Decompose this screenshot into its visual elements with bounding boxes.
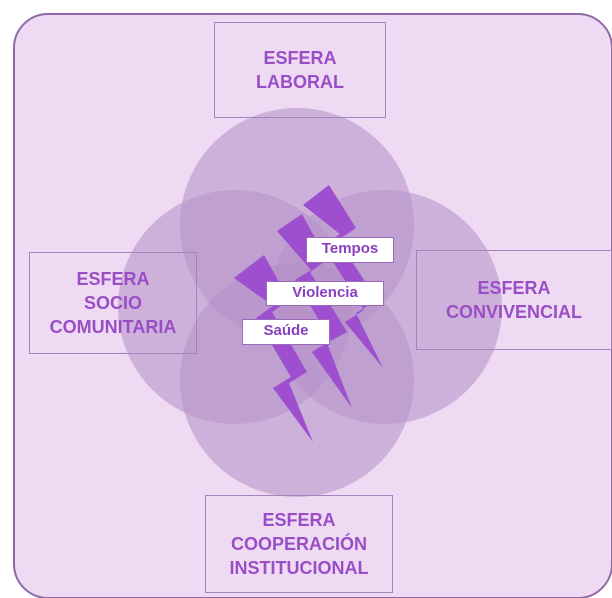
lightning-bolt-icon-middle	[277, 214, 352, 408]
sphere-socio-line3: COMUNITARIA	[49, 317, 177, 337]
sphere-socio-line2: SOCIO	[83, 293, 142, 313]
sphere-convivencial-line2: CONVIVENCIAL	[445, 302, 582, 322]
sphere-laboral-line2: LABORAL	[256, 72, 344, 92]
sphere-convivencial-line1: ESFERA	[477, 278, 551, 298]
tag-violencia: Violencia	[266, 281, 384, 306]
sphere-laboral-line1: ESFERA	[263, 48, 337, 68]
lightning-bolt-icon	[234, 185, 383, 442]
lightning-bolt-icon-right	[303, 185, 383, 368]
sphere-label-cooperacion: ESFERA COOPERACIÓN INSTITUCIONAL	[205, 495, 393, 593]
sphere-label-laboral: ESFERA LABORAL	[214, 22, 386, 118]
sphere-label-socio-comunitaria: ESFERA SOCIO COMUNITARIA	[29, 252, 197, 354]
sphere-cooperacion-line1: ESFERA	[262, 510, 336, 530]
sphere-cooperacion-line3: INSTITUCIONAL	[229, 558, 369, 578]
tag-tempos: Tempos	[306, 237, 394, 263]
sphere-label-convivencial: ESFERA CONVIVENCIAL	[416, 250, 612, 350]
tag-saude: Saúde	[242, 319, 330, 345]
lightning-bolt-icon-left	[234, 255, 313, 442]
sphere-socio-line1: ESFERA	[76, 269, 150, 289]
sphere-cooperacion-line2: COOPERACIÓN	[230, 534, 367, 554]
